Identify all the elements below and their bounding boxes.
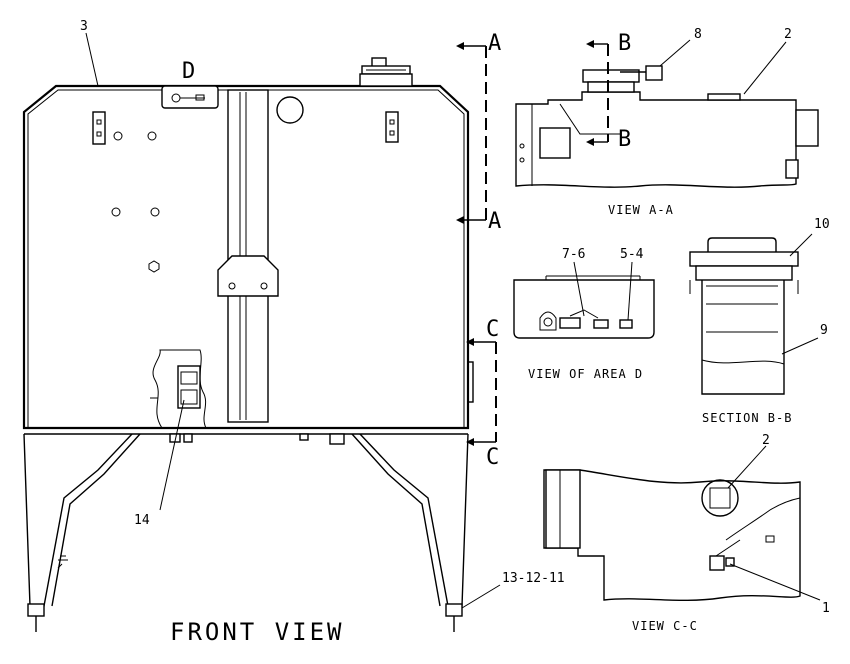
callout-10: 10 (814, 217, 830, 232)
view-a-a (515, 39, 819, 188)
section-b-b-title: SECTION B-B (702, 411, 792, 425)
stand-legs (23, 433, 469, 632)
view-a-a-title: VIEW A-A (608, 203, 674, 217)
section-a-label-bottom: A (488, 209, 501, 234)
section-a-label-top: A (488, 31, 501, 56)
callout-8: 8 (694, 27, 702, 42)
section-c-arrow (466, 338, 497, 446)
mounting-brackets (92, 111, 399, 273)
sight-gauge (217, 89, 279, 423)
view-c-c-title: VIEW C-C (632, 619, 698, 633)
front-view (22, 32, 501, 632)
callout-7-6: 7-6 (562, 247, 585, 262)
area-d-box (161, 85, 219, 109)
front-view-title: FRONT VIEW (170, 618, 345, 646)
callout-5-4: 5-4 (620, 247, 644, 262)
section-c-label-bottom: C (486, 445, 499, 470)
view-area-d-title: VIEW OF AREA D (528, 367, 643, 381)
callout-3: 3 (80, 19, 88, 34)
callout-2-bottom: 2 (762, 433, 770, 448)
view-area-d (513, 261, 655, 339)
section-b-label-top: B (618, 31, 631, 56)
callout-1: 1 (822, 601, 830, 616)
section-b-label-bottom: B (618, 127, 631, 152)
section-c-label-top: C (486, 317, 499, 342)
callout-9: 9 (820, 323, 828, 338)
round-port (276, 96, 304, 124)
section-a-arrow (456, 42, 487, 224)
filler-cap (359, 57, 413, 87)
callout-2-top: 2 (784, 27, 792, 42)
callout-area-d: D (182, 59, 195, 84)
section-b-b (689, 233, 819, 395)
view-c-c (543, 445, 821, 602)
callout-13-12-11: 13-12-11 (502, 571, 565, 586)
callout-14: 14 (134, 513, 150, 528)
breakout-section (150, 349, 207, 429)
